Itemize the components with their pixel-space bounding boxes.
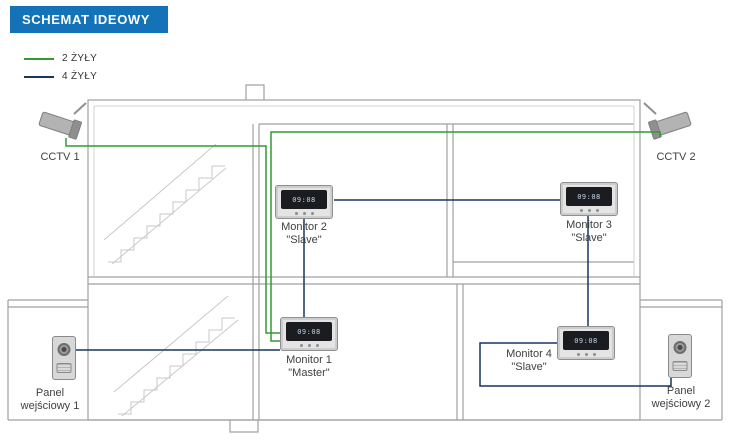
monitor-1-screen: 09:08 (286, 322, 332, 341)
legend: 2 ŻYŁY 4 ŻYŁY (24, 53, 97, 82)
monitor-1-buttons (281, 344, 337, 347)
monitor-1-clock: 09:08 (297, 327, 321, 336)
monitor-4-screen: 09:08 (563, 331, 609, 350)
legend-label-4-core: 4 ŻYŁY (62, 71, 98, 82)
monitor-1-device: 09:08 (280, 317, 338, 351)
monitor-2-screen: 09:08 (281, 190, 327, 209)
monitor-4-buttons (558, 353, 614, 356)
monitor-1-role: "Master" (288, 366, 330, 379)
monitor-2-buttons (276, 212, 332, 215)
entry-panel-1-label-line1: Panel (35, 387, 65, 399)
wire-cctv2-to-master (270, 131, 661, 342)
wire-cctv1-to-master (65, 138, 280, 334)
wires-2-core (65, 131, 661, 342)
monitor-4-name: Monitor 4 (506, 348, 552, 360)
monitor-3-screen: 09:08 (566, 187, 612, 206)
entry-panel-2-label-line1: Panel (666, 385, 696, 397)
legend-item-4-core: 4 ŻYŁY (24, 71, 97, 82)
entry-panel-2-label: Panel wejściowy 2 (643, 385, 719, 410)
entry-panel-1-speaker-icon (56, 363, 72, 373)
cctv1-camera-icon (38, 102, 87, 140)
cctv2-label: CCTV 2 (656, 151, 696, 163)
monitor-4-role: "Slave" (511, 360, 547, 373)
entry-panel-1-camera-icon (57, 343, 71, 356)
legend-swatch-4-core (24, 75, 54, 78)
legend-swatch-2-core (24, 57, 54, 60)
entry-panel-1-label-line2: wejściowy 1 (20, 399, 80, 412)
entry-panel-2-speaker-icon (672, 361, 688, 371)
monitor-4-label: Monitor 4 "Slave" (496, 348, 562, 373)
entry-panel-1-label: Panel wejściowy 1 (10, 387, 90, 412)
cctv1-label: CCTV 1 (40, 151, 80, 163)
monitor-3-clock: 09:08 (577, 192, 601, 201)
monitor-2-clock: 09:08 (292, 195, 316, 204)
cctv2-camera-icon (643, 102, 692, 140)
wire-monitor4-to-panel2 (479, 342, 672, 387)
monitor-3-device: 09:08 (560, 182, 618, 216)
building-outline (7, 84, 723, 433)
monitor-4-clock: 09:08 (574, 336, 598, 345)
monitor-1-name: Monitor 1 (286, 354, 332, 366)
legend-item-2-core: 2 ŻYŁY (24, 53, 97, 64)
building-depth-lines (93, 105, 635, 277)
entry-panel-2-label-line2: wejściowy 2 (651, 397, 711, 410)
monitor-3-label: Monitor 3 "Slave" (553, 219, 625, 244)
monitor-2-name: Monitor 2 (281, 221, 327, 233)
legend-label-2-core: 2 ŻYŁY (62, 53, 98, 64)
monitor-2-label: Monitor 2 "Slave" (268, 221, 340, 246)
page-title: SCHEMAT IDEOWY (10, 6, 169, 33)
stairs (103, 143, 239, 417)
monitor-3-buttons (561, 209, 617, 212)
monitor-3-name: Monitor 3 (566, 219, 612, 231)
monitor-4-device: 09:08 (557, 326, 615, 360)
monitor-2-role: "Slave" (286, 233, 322, 246)
wires-4-core (76, 199, 672, 387)
monitor-3-role: "Slave" (571, 231, 607, 244)
entry-panel-1-device (52, 336, 76, 380)
monitor-1-label: Monitor 1 "Master" (273, 354, 345, 379)
entry-panel-2-camera-icon (673, 341, 687, 354)
monitor-2-device: 09:08 (275, 185, 333, 219)
entry-panel-2-device (668, 334, 692, 378)
